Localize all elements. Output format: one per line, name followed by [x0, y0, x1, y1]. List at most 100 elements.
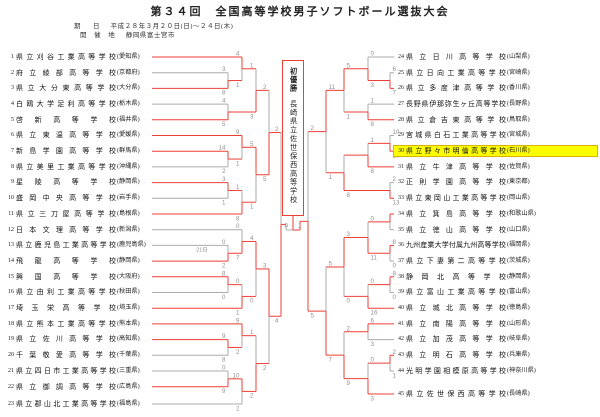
score-label: 6 [393, 66, 397, 73]
score-label: 0 [236, 223, 240, 230]
score-label: 3 [222, 176, 226, 183]
team-prefecture: (栃木県) [117, 99, 140, 107]
team-prefecture: (茨城県) [507, 256, 530, 264]
team-prefecture: (群馬県) [117, 147, 140, 154]
team-name: 長野県伊那弥生ヶ丘高等学校 [406, 99, 506, 108]
team-prefecture: (愛知県) [117, 52, 140, 60]
score-label: 1 [236, 310, 240, 317]
team-prefecture: (石川県) [507, 147, 530, 154]
team-prefecture: (福岡県) [507, 241, 530, 249]
event-date-row: 期 日 平成２８年３月２０日(日)～２４日(木) [74, 20, 233, 30]
team-seed: 7 [11, 148, 14, 154]
team-name: 九州産業大学付属九州高等学校 [406, 241, 506, 250]
team-seed: 36 [398, 242, 404, 249]
score-label: 2 [275, 126, 279, 133]
team-seed: 5 [11, 116, 14, 123]
team-prefecture: (大阪府) [117, 272, 140, 280]
score-label: 0 [222, 294, 226, 301]
team-seed: 15 [8, 273, 14, 280]
team-prefecture: (岩手県) [117, 194, 140, 202]
team-seed: 3 [11, 85, 14, 92]
team-name: 県立野々市明倫高等学校 [406, 147, 506, 155]
score-label: 8 [393, 270, 397, 277]
champion-result-label: 初優勝 [289, 67, 298, 94]
team-name: 県立明石高等学校 [406, 351, 506, 360]
team-seed: 12 [8, 226, 14, 233]
score-label: 2 [236, 405, 240, 412]
score-label: 4 [236, 51, 240, 58]
final-score-right: 1 [298, 223, 302, 230]
score-label: 0 [236, 278, 240, 285]
score-label: 3 [347, 231, 351, 238]
team-name: 県立佐世保西高等学校 [406, 389, 506, 398]
score-label: 2 [263, 365, 267, 372]
team-seed: 24 [398, 53, 404, 60]
score-label: 8 [371, 168, 375, 175]
team-name: 県立箕島高等学校 [406, 209, 506, 218]
team-seed: 17 [8, 305, 14, 311]
team-prefecture: (和歌山県) [507, 209, 536, 217]
score-label: 2 [311, 125, 315, 132]
team-seed: 14 [8, 257, 14, 264]
team-name: 県立東温高等学校 [16, 131, 116, 140]
team-seed: 34 [398, 210, 404, 217]
score-label: 11 [371, 255, 378, 262]
team-prefecture: (長崎県) [507, 389, 530, 397]
team-seed: 39 [398, 289, 404, 296]
team-name: 正則学園高等学校 [406, 178, 506, 187]
team-prefecture: (京都府) [117, 68, 140, 76]
score-label: 0 [250, 298, 254, 305]
team-prefecture: (静岡県) [507, 272, 530, 280]
score-label: 5 [250, 141, 254, 148]
team-prefecture: (高知県) [117, 335, 140, 343]
score-label: 3 [263, 262, 267, 269]
team-name: 飛龍高等学校 [16, 256, 116, 265]
score-label: 16 [371, 310, 378, 317]
team-seed: 27 [398, 100, 404, 107]
team-prefecture: (山梨県) [507, 52, 530, 60]
team-name: 府立綾部高等学校 [16, 68, 116, 77]
final-score-left: 0 [285, 223, 289, 230]
team-name: 県立佐川高等学校 [16, 335, 116, 344]
score-label: 7 [236, 255, 240, 262]
team-name: 県立日川高等学校 [406, 52, 506, 61]
score-label: 1 [371, 98, 375, 105]
team-name: 県立多度津高等学校 [406, 84, 506, 93]
score-label: 7 [393, 90, 397, 97]
score-label: 1 [222, 200, 226, 207]
venue-row: 開 催 地 静岡県富士宮市 [80, 29, 175, 39]
score-label: 0 [222, 239, 226, 246]
team-name: 星陵高等学校 [16, 178, 116, 187]
team-seed: 25 [398, 69, 404, 76]
team-prefecture: (静岡県) [117, 256, 140, 264]
team-prefecture: (熊本県) [117, 319, 140, 327]
score-label: 10 [393, 129, 400, 136]
team-prefecture: (神奈川県) [507, 366, 536, 374]
team-seed: 23 [8, 400, 14, 407]
team-seed: 21 [8, 367, 14, 374]
team-prefecture: (鳥取県) [507, 115, 530, 123]
score-label: 8 [236, 215, 240, 222]
score-label: 3 [250, 113, 254, 120]
score-label: 3 [371, 82, 375, 89]
page-title: 第３４回 全国高等学校男子ソフトボール選抜大会 [150, 6, 450, 18]
champion-box: 初優勝 長崎県立佐世保西高等学校 [282, 60, 304, 216]
score-label: 0 [371, 215, 375, 222]
score-label: 1 [236, 82, 240, 89]
team-seed: 6 [11, 132, 14, 139]
score-label: 0 [371, 51, 375, 58]
team-prefecture: (長野県) [507, 99, 530, 107]
score-label: 4 [222, 98, 226, 105]
